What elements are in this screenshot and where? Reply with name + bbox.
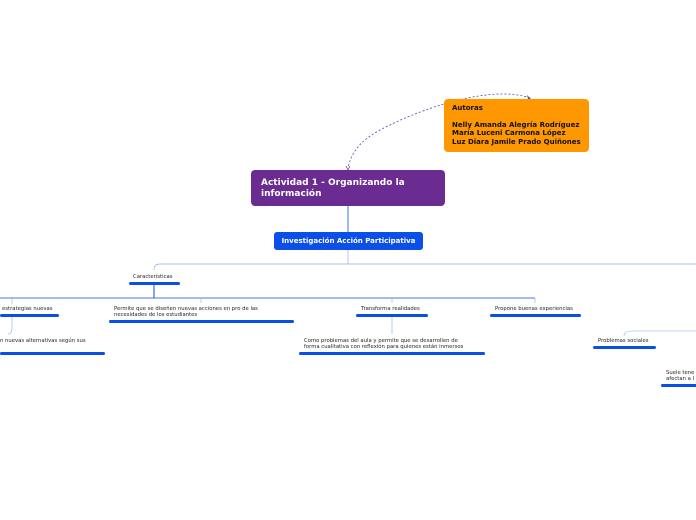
- transforma-underline: [356, 314, 428, 317]
- problemas-aula-line: Como problemas del aula y permite que se…: [304, 338, 458, 344]
- suele-underline: [661, 384, 696, 387]
- problemas-sociales-label[interactable]: Problemas sociales: [598, 338, 649, 344]
- author-name: Nelly Amanda Alegría Rodríguez: [452, 120, 580, 129]
- suele-line: Suele tene: [666, 370, 695, 376]
- transforma-label[interactable]: Transforma realidades: [361, 306, 420, 312]
- central-topic-node[interactable]: Investigación Acción Participativa: [274, 232, 423, 250]
- estrategias-underline: [0, 314, 59, 317]
- authors-heading: Autoras: [452, 104, 483, 112]
- central-to-branches-line: [153, 250, 349, 271]
- caracteristicas-label[interactable]: Características: [133, 274, 173, 280]
- problemas-sociales-line: [623, 330, 696, 337]
- problemas-aula-underline: [299, 352, 485, 355]
- permite-underline: [109, 320, 294, 323]
- caracteristicas-underline: [129, 282, 180, 285]
- estrategias-child-line: [7, 317, 13, 335]
- permite-line: Permite que se diseñen nuevas acciones e…: [114, 306, 258, 312]
- authors-node[interactable]: Autoras Nelly Amanda Alegría Rodríguez M…: [444, 99, 589, 152]
- propone-underline: [490, 314, 581, 317]
- alternativas-underline: [0, 352, 105, 355]
- author-name: María Luceni Carmona López: [452, 129, 566, 137]
- main-topic-node[interactable]: Actividad 1 - Organizando la información: [251, 170, 445, 206]
- permite-line: necesidades de los estudiantes: [114, 312, 198, 319]
- problemas-aula-line: forma cualitativa con reflexión para qui…: [304, 344, 464, 351]
- estrategias-label[interactable]: estrategias nuevas: [2, 306, 53, 312]
- suele-label[interactable]: Suele tene afectan a l: [666, 370, 694, 383]
- authors-relation-arrow: [527, 95, 531, 99]
- authors-relation-link: [347, 93, 531, 169]
- alternativas-label[interactable]: n nuevas alternativas según sus: [0, 338, 86, 344]
- problemas-aula-label[interactable]: Como problemas del aula y permite que se…: [304, 338, 463, 351]
- main-topic-title: Actividad 1 - Organizando la información: [261, 178, 405, 199]
- suele-line: afectan a l: [666, 376, 695, 383]
- permite-label[interactable]: Permite que se diseñen nuevas acciones e…: [114, 306, 258, 319]
- central-topic-label: Investigación Acción Participativa: [281, 237, 416, 245]
- propone-label[interactable]: Propone buenas experiencias: [495, 306, 573, 312]
- author-name: Luz Diara Jamile Prado Quiñones: [452, 137, 581, 146]
- problemas-sociales-underline: [593, 346, 656, 349]
